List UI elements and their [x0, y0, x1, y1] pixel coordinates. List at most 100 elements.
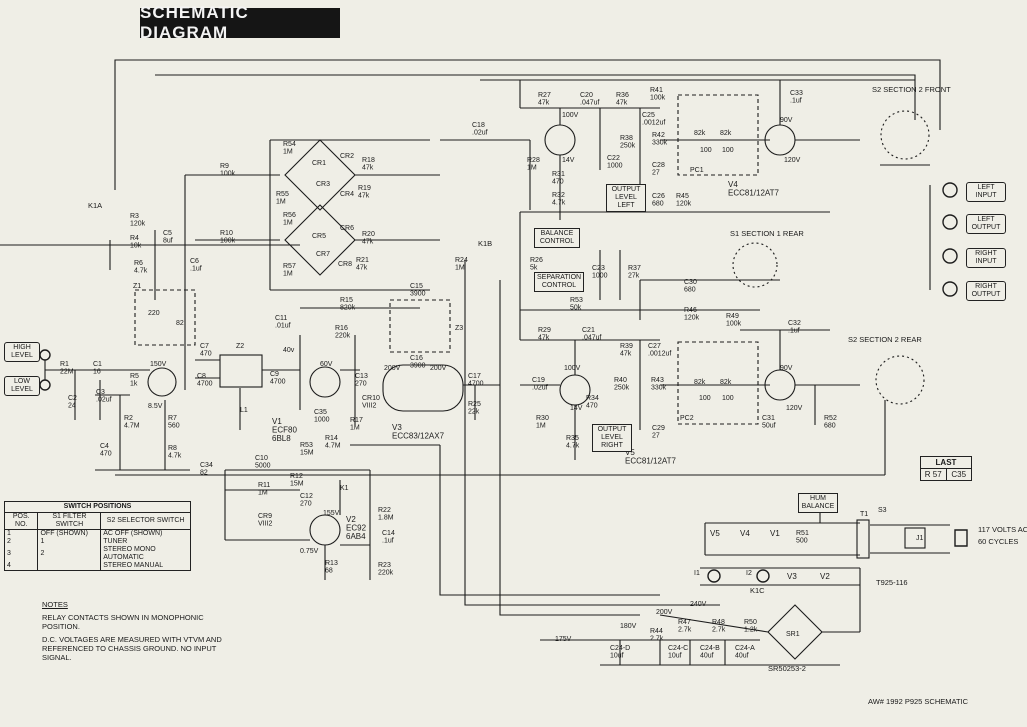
component-label: Z3 [455, 325, 463, 332]
component-label: CR6 [340, 225, 354, 232]
component-label: 14V [562, 157, 575, 164]
switch-label-s2-front: S2 SECTION 2 FRONT [872, 85, 951, 94]
drawing-number: AW# 1992 P925 SCHEMATIC [868, 697, 969, 706]
power-tube-label: V5 [710, 529, 720, 538]
high-level-jack-label: HIGH LEVEL [4, 342, 40, 362]
power-tube-label: V3 [787, 572, 797, 581]
power-tube-label: V2 [820, 572, 830, 581]
component-label: 180V [620, 623, 637, 630]
balance-control-label: BALANCE CONTROL [534, 228, 580, 248]
component-label: 120V [786, 405, 803, 412]
component-label: 150V [150, 361, 167, 368]
switch-table-cell [37, 562, 102, 570]
component-label: 90V [780, 365, 793, 372]
component-label: C25.0012uf [642, 112, 665, 127]
component-label: 100V [562, 112, 579, 119]
component-label: 90V [780, 117, 793, 124]
component-label: 100V [564, 365, 581, 372]
switch-table-cell: STEREO MONO AUTOMATIC [103, 546, 156, 561]
notes-heading: NOTES [42, 600, 68, 609]
component-label: C3.02uf [96, 389, 112, 404]
component-label: 0.75V [300, 548, 319, 555]
right-output-jack-label: RIGHT OUTPUT [966, 281, 1006, 301]
switch-table-cell: 1 [5, 529, 39, 538]
component-label: 82k [720, 130, 732, 137]
component-label: 240V [690, 601, 707, 608]
switch-table-header: POS. NO. [5, 513, 39, 530]
component-label: 8.5V [148, 403, 163, 410]
output-level-right-label: OUTPUT LEVEL RIGHT [592, 424, 632, 452]
component-label: PC2 [680, 415, 694, 422]
relay-contact-k1b: K1B [478, 239, 492, 248]
last-resistor: R 57 [921, 469, 947, 480]
component-label: 82k [720, 379, 732, 386]
component-label: 220 [148, 310, 160, 317]
component-label: PC1 [690, 167, 704, 174]
component-label: Z2 [236, 343, 244, 350]
relay-contact-k1c: K1C [750, 586, 765, 595]
component-label: 175V [555, 636, 572, 643]
component-label: 82 [176, 320, 184, 327]
last-label: LAST [921, 457, 971, 469]
component-label: 82k [694, 130, 706, 137]
power-line-freq: 60 CYCLES [978, 537, 1018, 546]
component-label: C33.1uf [790, 90, 803, 105]
left-output-jack-label: LEFT OUTPUT [966, 214, 1006, 234]
component-label: 100 [722, 395, 734, 402]
component-label: C11.01uf [275, 315, 291, 330]
last-parts-box: LAST R 57 C35 [920, 456, 972, 481]
component-label: CR1 [312, 160, 326, 167]
switch-table-header: S2 SELECTOR SWITCH [100, 513, 190, 530]
component-label: I2 [746, 570, 752, 577]
hum-balance-label: HUM BALANCE [798, 493, 838, 513]
switch-table-cell: 2 [37, 546, 102, 562]
component-label: C20.047uf [580, 92, 600, 107]
switch-label-s1-rear: S1 SECTION 1 REAR [730, 229, 804, 238]
